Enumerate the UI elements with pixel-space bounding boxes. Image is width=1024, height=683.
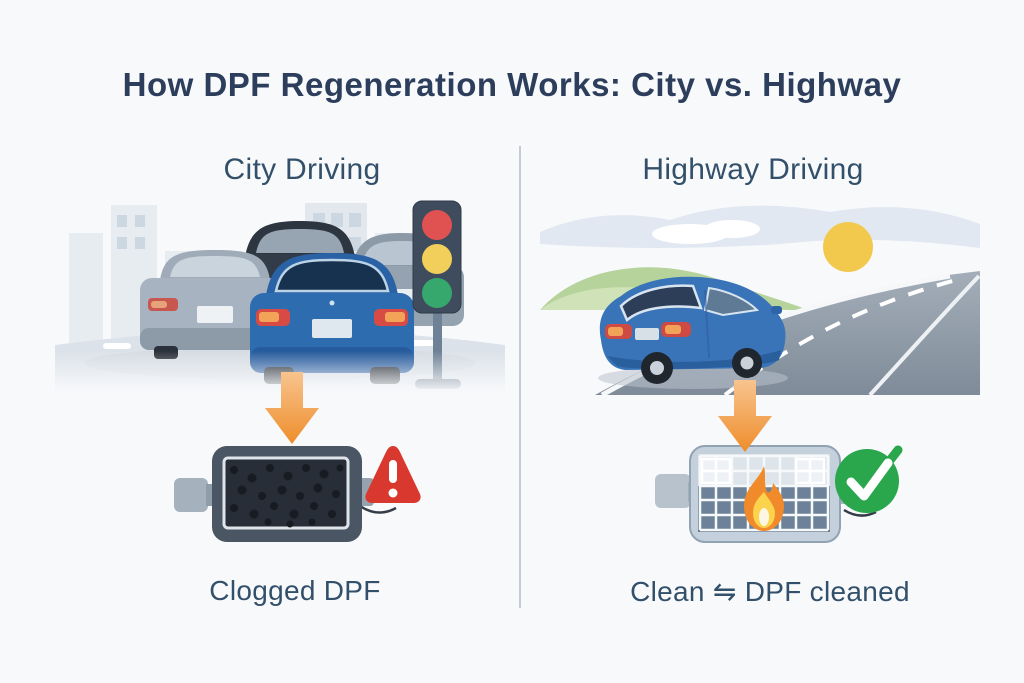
city-scene-illustration bbox=[55, 200, 505, 393]
white-cell-blocks bbox=[700, 457, 826, 485]
lane-dash bbox=[103, 343, 131, 349]
highway-caption: Clean ⇋ DPF cleaned bbox=[630, 576, 910, 607]
green-light bbox=[422, 278, 452, 308]
sun-icon bbox=[823, 222, 873, 272]
lane-dash bbox=[411, 340, 439, 346]
city-heading: City Driving bbox=[223, 153, 381, 186]
highway-scene-illustration bbox=[540, 205, 980, 395]
page-title: How DPF Regeneration Works: City vs. Hig… bbox=[122, 66, 902, 103]
regeneration-flame-icon bbox=[744, 466, 784, 531]
inlet-pipe bbox=[655, 474, 691, 508]
check-circle-icon bbox=[835, 445, 903, 513]
clogged-dpf-filter-icon bbox=[174, 446, 421, 542]
inlet-pipe bbox=[174, 478, 208, 512]
down-arrow-icon bbox=[265, 372, 319, 444]
warning-triangle-icon bbox=[365, 446, 421, 503]
highway-heading: Highway Driving bbox=[642, 153, 864, 186]
yellow-light bbox=[422, 244, 452, 274]
clean-dpf-filter-icon bbox=[655, 445, 903, 543]
down-arrow-icon bbox=[718, 380, 772, 452]
cloud bbox=[704, 220, 760, 238]
divider bbox=[519, 146, 521, 608]
road-edge-right bbox=[868, 274, 980, 395]
city-caption: Clogged DPF bbox=[209, 575, 381, 606]
blue-car-rear-quarter bbox=[598, 276, 788, 389]
soot-particles bbox=[230, 464, 344, 528]
cloud-band bbox=[540, 205, 980, 248]
red-light bbox=[422, 210, 452, 240]
